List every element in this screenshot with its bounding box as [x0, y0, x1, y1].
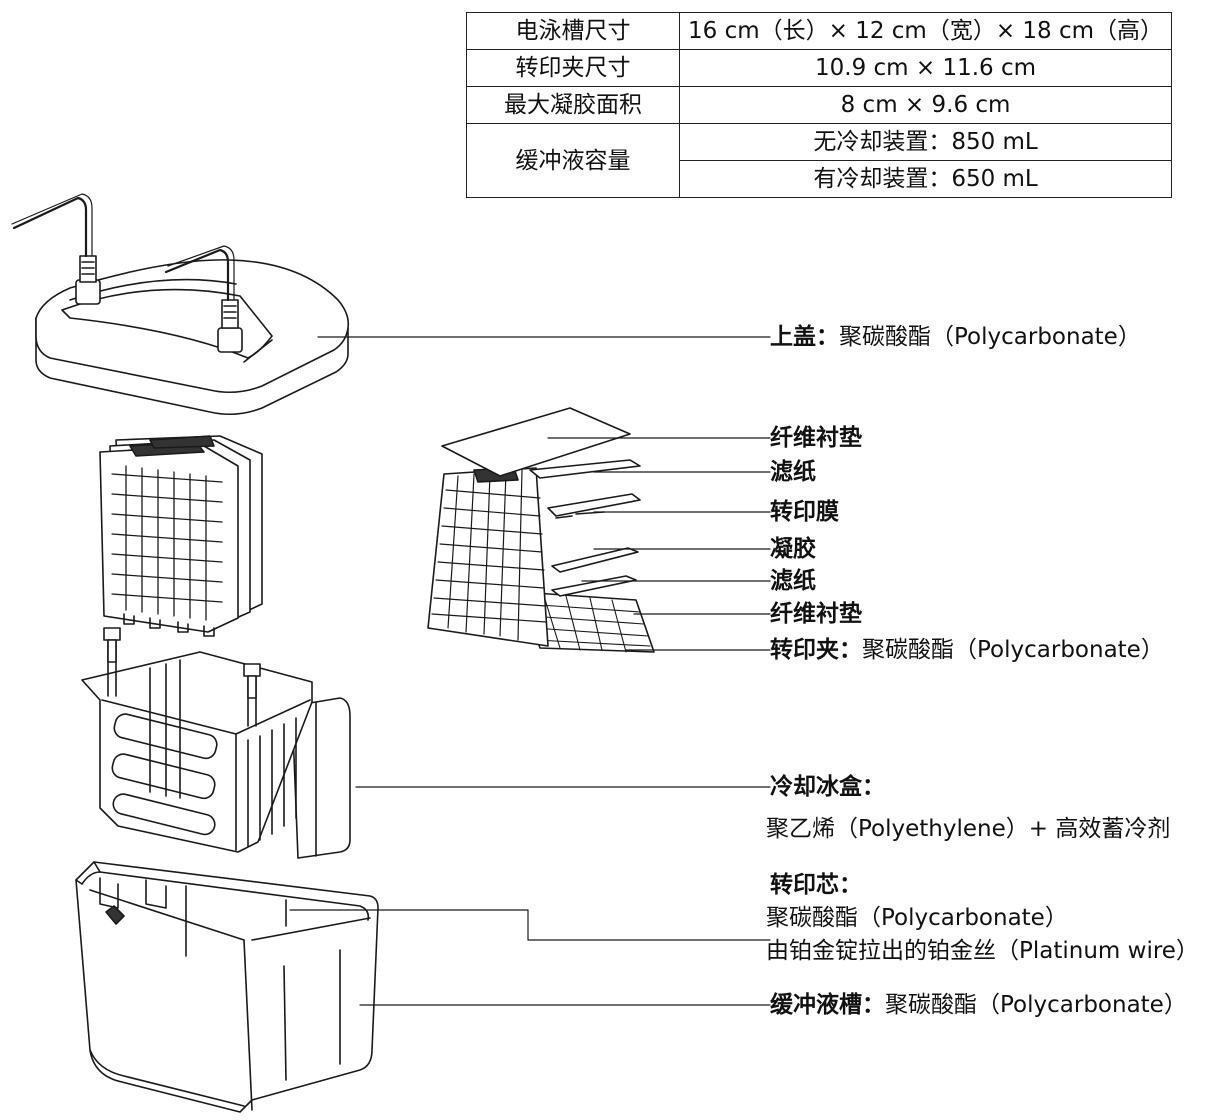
- label-cooling-unit: 冷却冰盒：: [770, 772, 885, 802]
- spec-key: 缓冲液容量: [466, 123, 680, 198]
- spec-value: 16 cm（长）× 12 cm（宽）× 18 cm（高）: [678, 12, 1173, 50]
- label-membrane: 转印膜: [770, 497, 839, 527]
- label-lid-desc: 聚碳酸酯（Polycarbonate）: [839, 324, 1141, 350]
- spec-value: 8 cm × 9.6 cm: [678, 86, 1173, 124]
- label-fiber-pad-2: 纤维衬垫: [770, 599, 862, 629]
- label-lid: 上盖：聚碳酸酯（Polycarbonate）: [770, 322, 1141, 352]
- label-cooling-unit-desc: 聚乙烯（Polyethylene）+ 高效蓄冷剂: [766, 816, 1171, 842]
- label-filter-paper-2-text: 滤纸: [770, 568, 816, 594]
- buffer-tank-illustration: [75, 861, 379, 1113]
- label-lid-name: 上盖：: [770, 324, 839, 350]
- spec-row: 缓冲液容量 无冷却装置：850 mL: [466, 123, 1173, 198]
- label-filter-paper-2: 滤纸: [770, 566, 816, 596]
- transfer-core-illustration: [81, 627, 351, 859]
- label-cassette-desc: 聚碳酸酯（Polycarbonate）: [862, 637, 1164, 663]
- label-gel-text: 凝胶: [770, 536, 816, 562]
- leader-lines: [289, 336, 771, 1006]
- label-core-desc2: 由铂金锭拉出的铂金丝（Platinum wire）: [766, 938, 1199, 964]
- label-fiber-pad-1: 纤维衬垫: [770, 423, 862, 453]
- label-core: 转印芯：: [770, 870, 862, 900]
- cassette-stack-illustration: [99, 435, 263, 637]
- label-tank: 缓冲液槽：聚碳酸酯（Polycarbonate）: [770, 990, 1187, 1020]
- spec-row: 最大凝胶面积 8 cm × 9.6 cm: [466, 86, 1173, 124]
- label-membrane-text: 转印膜: [770, 499, 839, 525]
- label-fiber-pad-1-text: 纤维衬垫: [770, 425, 862, 451]
- spec-value: 有冷却装置：650 mL: [678, 160, 1173, 198]
- label-filter-paper-1: 滤纸: [770, 457, 816, 487]
- spec-row: 电泳槽尺寸 16 cm（长）× 12 cm（宽）× 18 cm（高）: [466, 12, 1173, 50]
- label-filter-paper-1-text: 滤纸: [770, 459, 816, 485]
- spec-row: 有冷却装置：650 mL: [467, 160, 1173, 198]
- lid-illustration: [11, 193, 350, 416]
- exploded-cassette-illustration: [427, 407, 655, 653]
- label-cooling-unit-name: 冷却冰盒：: [770, 774, 885, 800]
- label-cassette-name: 转印夹：: [770, 637, 862, 663]
- label-tank-name: 缓冲液槽：: [770, 992, 885, 1018]
- label-fiber-pad-2-text: 纤维衬垫: [770, 601, 862, 627]
- spec-key: 电泳槽尺寸: [466, 12, 680, 50]
- label-cassette: 转印夹：聚碳酸酯（Polycarbonate）: [770, 635, 1164, 665]
- label-gel: 凝胶: [770, 534, 816, 564]
- spec-key: 转印夹尺寸: [466, 49, 680, 87]
- label-tank-desc: 聚碳酸酯（Polycarbonate）: [885, 992, 1187, 1018]
- label-core-name: 转印芯：: [770, 872, 862, 898]
- spec-table: 电泳槽尺寸 16 cm（长）× 12 cm（宽）× 18 cm（高） 转印夹尺寸…: [466, 12, 1173, 198]
- label-core-desc1: 聚碳酸酯（Polycarbonate）: [766, 905, 1068, 931]
